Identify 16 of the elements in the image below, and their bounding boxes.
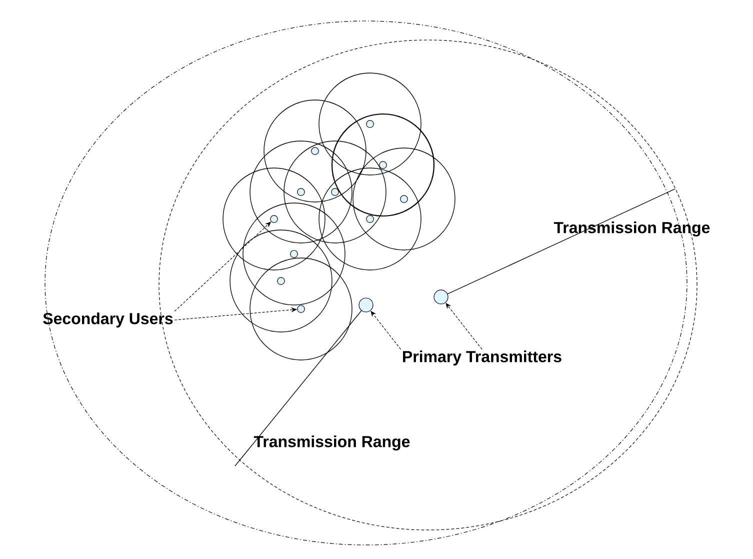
user-dot <box>277 277 285 285</box>
user-dot <box>297 188 305 196</box>
user-dot <box>400 195 408 203</box>
user-dot <box>379 161 387 169</box>
node-label: Primary Transmitters <box>403 350 562 366</box>
user-dot <box>331 188 339 196</box>
user-dot <box>366 215 374 223</box>
user-dot <box>270 215 278 223</box>
user-dot <box>290 250 298 258</box>
user-dot <box>297 305 305 313</box>
node-label: Secondary Users <box>43 312 173 328</box>
user-dot <box>366 120 374 128</box>
range-label: Transmission Range <box>254 436 410 450</box>
user-dot <box>311 147 319 155</box>
transmitter-dot <box>358 298 374 312</box>
transmitter-dot <box>434 290 448 304</box>
